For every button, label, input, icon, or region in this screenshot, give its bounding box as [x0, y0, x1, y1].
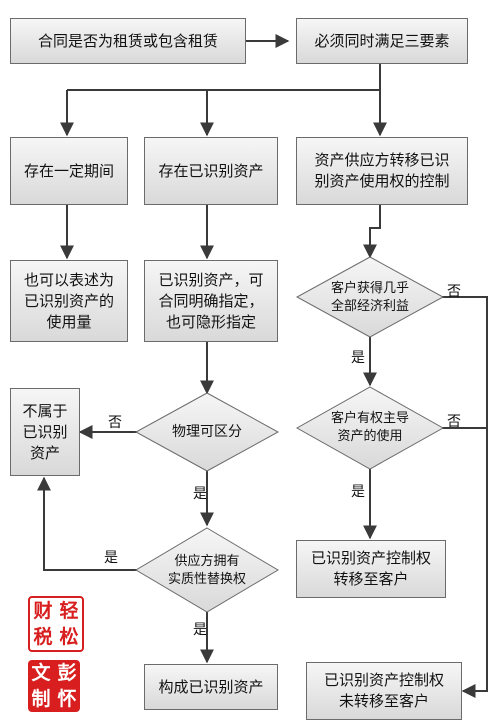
node-contract-question-text: 合同是否为租赁或包含租赁	[37, 31, 218, 50]
node-control-to-customer-text: 已识别资产控制权 转移至客户	[310, 549, 431, 588]
node-contract-question: 合同是否为租赁或包含租赁	[10, 18, 246, 64]
stamp2-char3: 制	[31, 688, 51, 710]
node-three-elements: 必须同时满足三要素	[296, 18, 468, 64]
node-control-not-to-customer: 已识别资产控制权 未转移至客户	[306, 662, 462, 720]
diamond-physical	[134, 392, 280, 472]
arrow-economic-no	[441, 296, 488, 698]
stamp1-char4: 松	[59, 626, 79, 648]
stamp1-char1: 财	[33, 600, 53, 622]
label-yes-substitution: 是	[104, 550, 118, 566]
label-yes-direct: 是	[351, 484, 365, 500]
node-explicit-implicit-text: 已识别资产，可 合同明确指定， 也可隐形指定	[158, 270, 264, 331]
diamond-economic	[295, 256, 445, 338]
label-yes-economic: 是	[351, 350, 365, 366]
node-not-identified: 不属于 已识别 资产	[10, 388, 80, 476]
stamp-caishui-qingsong: 财 轻 税 松	[28, 596, 84, 652]
node-identified-asset-text: 存在已识别资产	[158, 161, 264, 180]
label-no-direct: 否	[447, 414, 461, 430]
node-control-to-customer: 已识别资产控制权 转移至客户	[296, 540, 446, 598]
label-no-physical: 否	[108, 415, 122, 431]
diamond-direct	[295, 386, 445, 470]
arrow-substitution-yes	[37, 476, 138, 571]
node-control-not-to-customer-text: 已识别资产控制权 未转移至客户	[323, 671, 444, 710]
decision-economic-text: 客户获得几乎 全部经济利益	[330, 281, 409, 314]
decision-substitution-text: 供应方拥有 实质性替换权	[167, 554, 246, 587]
stamp1-char2: 轻	[59, 600, 79, 622]
node-not-identified-text: 不属于 已识别 资产	[22, 401, 68, 462]
label-no-economic: 否	[447, 284, 461, 300]
node-usage-amount: 也可以表述为 已识别资产的 使用量	[10, 260, 128, 342]
label-yes-physical: 是	[193, 486, 207, 502]
stamp2-char2: 彭	[57, 662, 77, 684]
node-usage-amount-text: 也可以表述为 已识别资产的 使用量	[23, 270, 114, 331]
node-constitutes-asset-text: 构成已识别资产	[158, 677, 264, 696]
stamp2-char1: 文	[31, 662, 51, 684]
stamp-wenzhi-penghuai: 文 彭 制 怀	[28, 660, 80, 712]
decision-physical-text: 物理可区分	[172, 424, 242, 440]
arrow-control-to-economic	[363, 205, 381, 259]
node-control-transfer-text: 资产供应方转移已识 别资产使用权的控制	[314, 151, 450, 190]
node-period: 存在一定期间	[10, 137, 128, 205]
node-constitutes-asset: 构成已识别资产	[144, 664, 278, 710]
stamp2-char4: 怀	[57, 688, 77, 710]
node-period-text: 存在一定期间	[23, 161, 114, 180]
node-explicit-implicit: 已识别资产，可 合同明确指定， 也可隐形指定	[144, 260, 278, 342]
node-control-transfer: 资产供应方转移已识 别资产使用权的控制	[296, 137, 468, 205]
node-three-elements-text: 必须同时满足三要素	[314, 31, 450, 50]
label-yes-substitution-down: 是	[193, 622, 207, 638]
diamond-substitution	[135, 527, 279, 613]
stamp1-char3: 税	[33, 626, 53, 648]
decision-direct-text: 客户有权主导 资产的使用	[330, 411, 409, 444]
node-identified-asset: 存在已识别资产	[144, 137, 278, 205]
